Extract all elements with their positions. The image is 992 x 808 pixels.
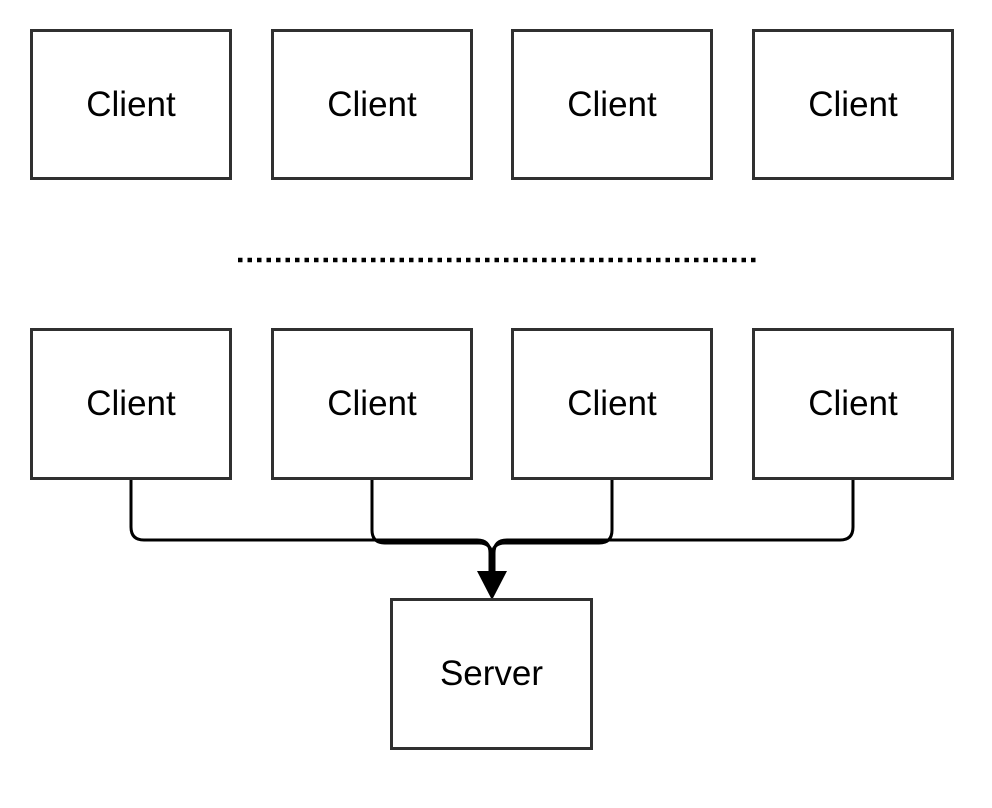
client-label: Client <box>327 384 417 423</box>
client-node-top-3: Client <box>511 29 713 180</box>
client-label: Client <box>808 84 898 124</box>
client-label: Client <box>567 84 657 124</box>
wire-client2-server <box>370 480 494 580</box>
client-node-bottom-4: Client <box>752 328 954 480</box>
wire-client4-server <box>492 480 855 580</box>
client-label: Client <box>567 384 657 423</box>
wire-client3-server <box>490 480 614 580</box>
client-label: Client <box>86 384 176 423</box>
client-node-top-4: Client <box>752 29 954 180</box>
server-node: Server <box>390 598 593 750</box>
client-node-top-2: Client <box>271 29 473 180</box>
server-label: Server <box>439 654 544 693</box>
client-label: Client <box>808 384 898 423</box>
wire-client1-server <box>129 480 492 580</box>
client-node-top-1: Client <box>30 29 232 180</box>
arrowhead-into-server <box>477 571 507 600</box>
client-label: Client <box>327 84 417 124</box>
client-node-bottom-1: Client <box>30 328 232 480</box>
client-node-bottom-3: Client <box>511 328 713 480</box>
client-node-bottom-2: Client <box>271 328 473 480</box>
client-label: Client <box>86 84 176 124</box>
